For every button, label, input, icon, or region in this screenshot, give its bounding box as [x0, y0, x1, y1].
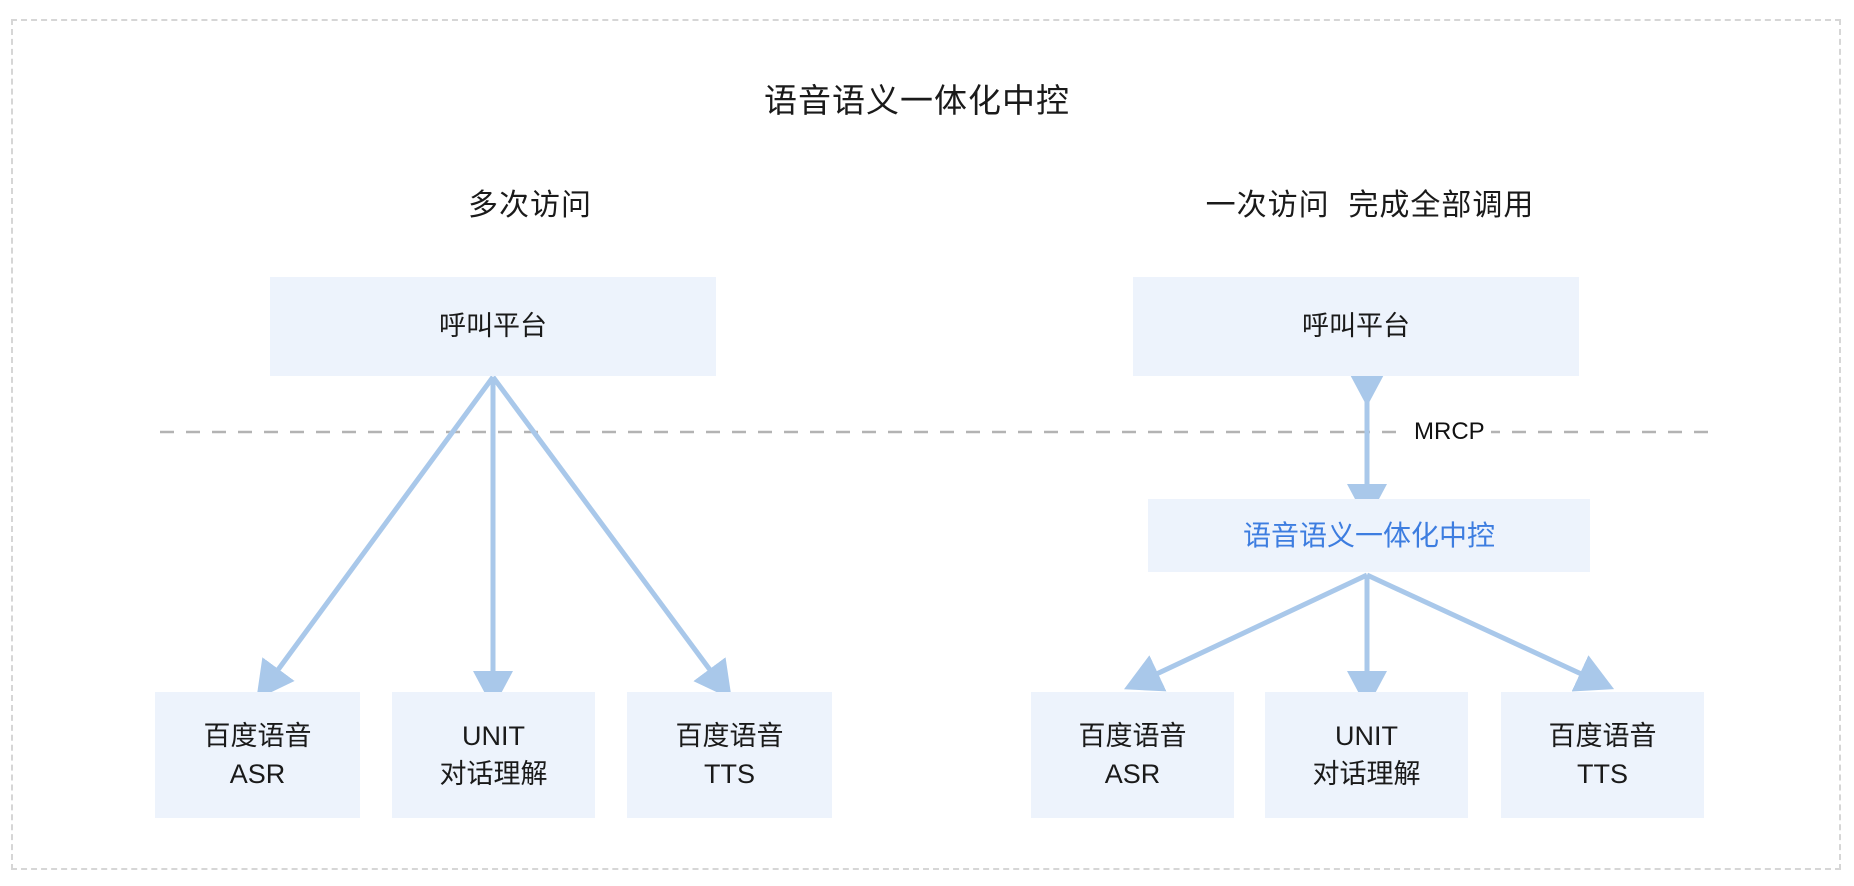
left-leaf-asr[interactable]: 百度语音 ASR — [155, 692, 360, 818]
right-leaf-asr[interactable]: 百度语音 ASR — [1031, 692, 1234, 818]
left-connectors — [256, 375, 732, 709]
right-leaf-tts-line1: 百度语音 — [1548, 720, 1657, 751]
right-leaf-unit-line2: 对话理解 — [1312, 759, 1421, 789]
arrow-right-to-asr — [1124, 572, 1369, 692]
right-leaf-tts[interactable]: 百度语音 TTS — [1501, 692, 1704, 818]
left-leaf-unit-line1: UNIT — [462, 720, 525, 751]
left-leaf-unit-line2: 对话理解 — [439, 759, 548, 789]
right-leaf-unit[interactable]: UNIT 对话理解 — [1265, 692, 1468, 818]
right-node-call-platform-label: 呼叫平台 — [1302, 311, 1410, 342]
right-leaf-asr-line1: 百度语音 — [1078, 720, 1187, 751]
left-leaf-tts[interactable]: 百度语音 TTS — [627, 692, 832, 818]
left-node-call-platform-label: 呼叫平台 — [439, 311, 547, 342]
left-leaf-asr-line1: 百度语音 — [203, 720, 312, 751]
right-panel-subtitle: 一次访问 完成全部调用 — [1205, 189, 1535, 222]
right-connectors — [1124, 368, 1615, 709]
diagram-title: 语音语义一体化中控 — [0, 74, 1854, 122]
right-leaf-tts-line2: TTS — [1577, 759, 1628, 789]
arrow-left-to-asr — [256, 375, 496, 700]
arrow-right-to-tts — [1365, 572, 1615, 692]
left-leaf-unit[interactable]: UNIT 对话理解 — [392, 692, 595, 818]
mrcp-link-label: MRCP — [1408, 416, 1491, 448]
right-leaf-asr-line2: ASR — [1104, 759, 1161, 789]
arrow-left-to-tts — [490, 375, 732, 700]
right-node-unified-controller-label: 语音语义一体化中控 — [1242, 519, 1495, 551]
diagram-title-text: 语音语义一体化中控 — [764, 82, 1070, 119]
left-leaf-asr-line2: ASR — [229, 759, 286, 789]
right-node-call-platform[interactable]: 呼叫平台 — [1133, 277, 1579, 376]
right-node-unified-controller[interactable]: 语音语义一体化中控 — [1148, 499, 1590, 572]
left-leaf-tts-line1: 百度语音 — [675, 720, 784, 751]
right-leaf-unit-line1: UNIT — [1335, 720, 1398, 751]
left-node-call-platform[interactable]: 呼叫平台 — [270, 277, 716, 376]
left-panel-subtitle: 多次访问 — [468, 189, 592, 222]
left-leaf-tts-line2: TTS — [704, 759, 755, 789]
